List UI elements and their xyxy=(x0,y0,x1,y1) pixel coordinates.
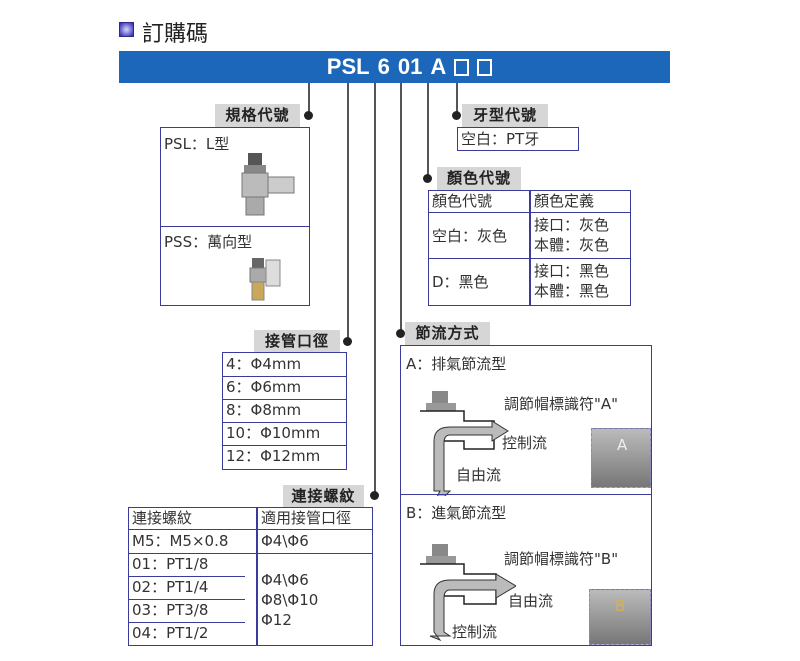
code-placeholder-color xyxy=(454,58,470,76)
connector-line xyxy=(308,83,310,115)
color-code: D：黑色 xyxy=(432,273,489,291)
thread-header: 適用接管口徑 xyxy=(261,509,352,527)
flow-a-cap: 調節帽標識符"A" xyxy=(504,395,619,413)
code-tube: 6 xyxy=(377,54,390,79)
code-thread: 01 xyxy=(397,54,423,79)
thread-shared-tube: Φ8\Φ10 xyxy=(261,591,319,609)
tube-row: 12：Φ12mm xyxy=(226,447,321,465)
flow-a-cap-photo: A xyxy=(591,428,651,488)
color-def: 本體：灰色 xyxy=(534,236,610,254)
connector-dot xyxy=(452,111,461,120)
flow-a-out: 控制流 xyxy=(502,434,548,452)
tube-label: 接管口徑 xyxy=(254,330,340,353)
thread-row: 01：PT1/8 xyxy=(132,555,209,573)
cap-mark-b: B xyxy=(615,597,626,615)
spec-box: PSL：L型 PSS：萬向型 xyxy=(160,127,310,306)
title-icon xyxy=(119,22,134,37)
thread-row: 02：PT1/4 xyxy=(132,578,209,596)
flow-b-down: 控制流 xyxy=(452,623,498,641)
connector-line xyxy=(427,83,429,178)
tube-row: 8：Φ8mm xyxy=(226,401,302,419)
thread-table: 連接螺紋 適用接管口徑 M5：M5×0.8 Φ4\Φ6 01：PT1/8 02：… xyxy=(128,507,373,646)
flow-a-diagram xyxy=(420,391,509,496)
spec-label: 規格代號 xyxy=(215,104,300,127)
thread-m5-tube: Φ4\Φ6 xyxy=(261,532,309,550)
flow-a-title: A：排氣節流型 xyxy=(406,355,507,373)
color-table: 顏色代號 顏色定義 空白：灰色 接口：灰色 本體：灰色 D：黑色 接口：黑色 本… xyxy=(428,190,631,306)
flow-label: 節流方式 xyxy=(405,322,490,345)
thread-row: 03：PT3/8 xyxy=(132,601,209,619)
cap-mark-a: A xyxy=(617,436,628,454)
color-code: 空白：灰色 xyxy=(432,227,508,245)
tube-row: 10：Φ10mm xyxy=(226,424,321,442)
thread-row: 04：PT1/2 xyxy=(132,624,209,642)
flow-b-diagram xyxy=(420,544,516,642)
connector-dot xyxy=(396,329,405,338)
color-def: 接口：灰色 xyxy=(534,216,610,234)
connector-dot xyxy=(343,337,352,346)
page-title: 訂購碼 xyxy=(142,22,209,47)
connector-line xyxy=(456,83,458,115)
connector-dot xyxy=(423,174,432,183)
thread-type-value: 空白：PT牙 xyxy=(461,130,540,148)
connector-dot xyxy=(304,111,313,120)
flow-b-out: 自由流 xyxy=(508,592,554,610)
connector-line xyxy=(400,83,402,333)
color-label: 顏色代號 xyxy=(437,167,521,190)
connector-line xyxy=(374,83,376,495)
flow-box: A：排氣節流型 調節帽標識符"A" 控制流 自由流 A B：進氣節流型 調節帽標… xyxy=(400,345,652,646)
code-series: PSL xyxy=(326,54,370,79)
thread-label: 連接螺紋 xyxy=(283,485,364,508)
color-header-def: 顏色定義 xyxy=(534,192,595,210)
tube-row: 6：Φ6mm xyxy=(226,378,302,396)
flow-a-down: 自由流 xyxy=(456,466,502,484)
color-header-code: 顏色代號 xyxy=(432,192,493,210)
thread-m5: M5：M5×0.8 xyxy=(132,532,229,550)
thread-type-label: 牙型代號 xyxy=(462,104,548,127)
thread-shared-tube: Φ4\Φ6 xyxy=(261,571,309,589)
color-def: 本體：黑色 xyxy=(534,282,610,300)
psl-fitting-image xyxy=(241,153,295,216)
spec-pss: PSS：萬向型 xyxy=(164,233,253,251)
tube-row: 4：Φ4mm xyxy=(226,355,302,373)
thread-header: 連接螺紋 xyxy=(132,509,193,527)
code-flow: A xyxy=(430,54,447,79)
spec-psl: PSL：L型 xyxy=(164,135,230,153)
order-code-bar: PSL 6 01 A xyxy=(119,51,670,83)
flow-b-cap-photo: B xyxy=(589,589,651,645)
thread-type-box: 空白：PT牙 xyxy=(457,127,579,151)
pss-fitting-image xyxy=(249,258,281,301)
tube-table: 4：Φ4mm 6：Φ6mm 8：Φ8mm 10：Φ10mm 12：Φ12mm xyxy=(222,352,347,470)
flow-b-cap: 調節帽標識符"B" xyxy=(504,550,619,568)
flow-b-title: B：進氣節流型 xyxy=(406,504,507,522)
connector-dot xyxy=(370,491,379,500)
connector-line xyxy=(347,83,349,341)
code-placeholder-thread-type xyxy=(477,58,493,76)
thread-shared-tube: Φ12 xyxy=(261,611,292,629)
color-def: 接口：黑色 xyxy=(534,262,610,280)
